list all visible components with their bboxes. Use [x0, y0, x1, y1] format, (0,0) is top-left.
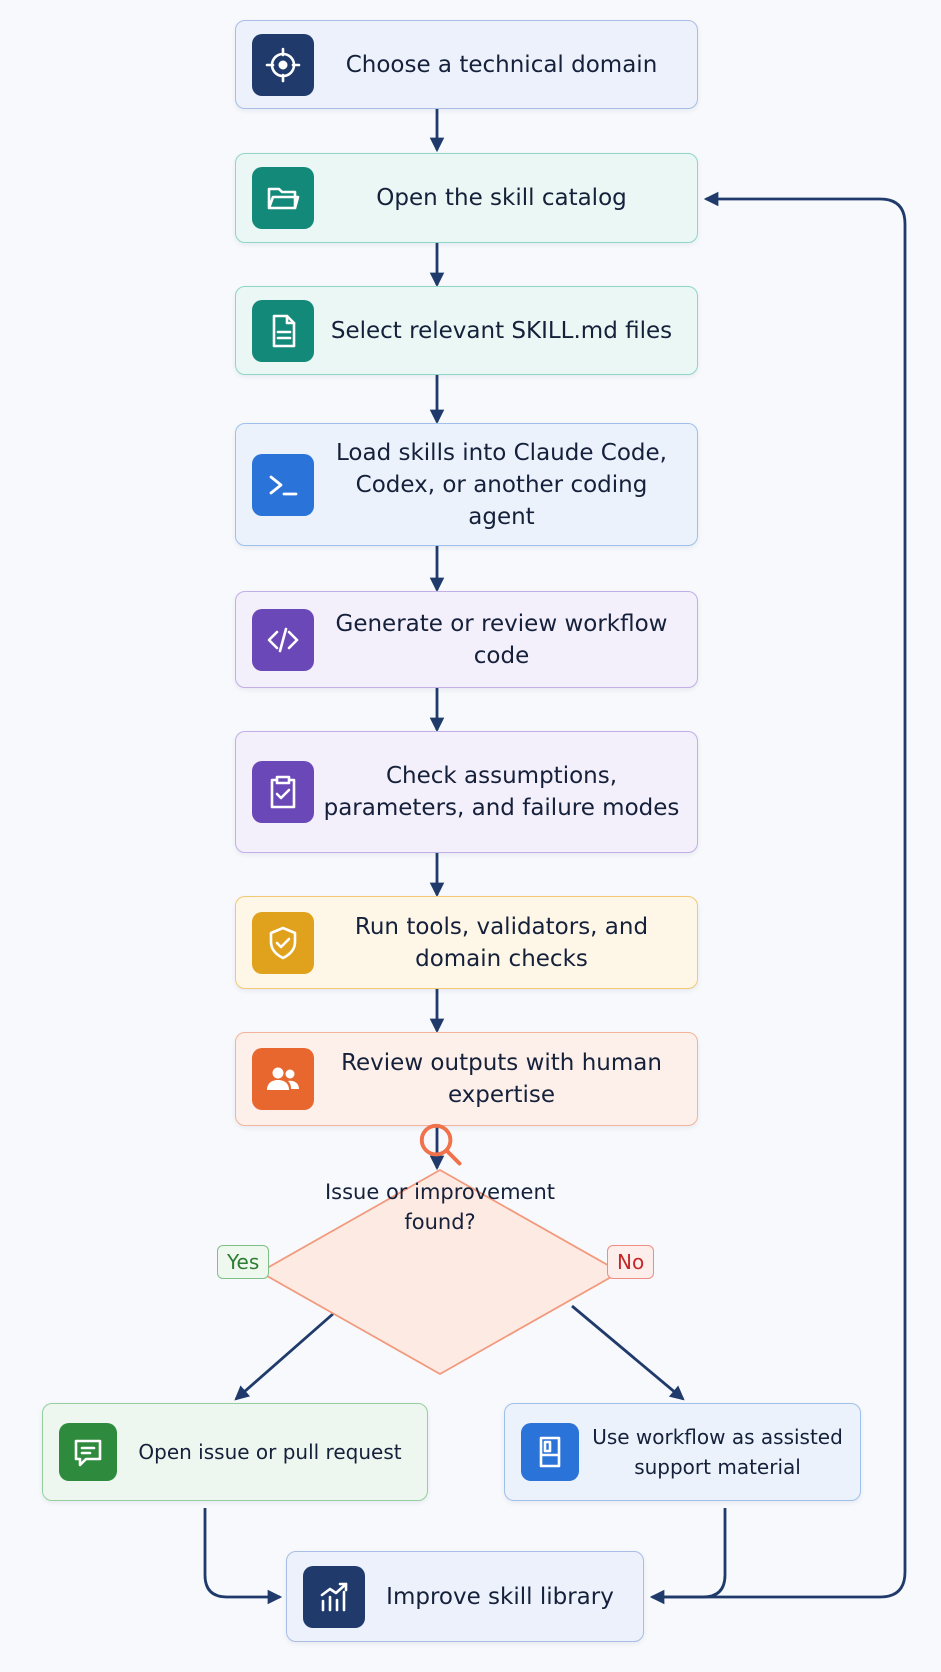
target-icon	[252, 33, 314, 96]
step-label: Generate or review workflow code	[335, 610, 668, 669]
yes-merge-arrow	[203, 1508, 283, 1605]
decision-diamond	[258, 1168, 622, 1376]
book-icon	[521, 1423, 579, 1481]
step-label: Check assumptions, parameters, and failu…	[323, 763, 680, 821]
users-icon	[252, 1048, 314, 1110]
step-label: Run tools, validators, and domain checks	[354, 913, 649, 972]
branch-assisted-support: Use workflow as assisted support materia…	[504, 1403, 861, 1501]
folder-icon	[252, 167, 314, 229]
final-label: Improve skill library	[386, 1583, 614, 1610]
shield-check-icon	[252, 911, 314, 974]
step-run-tools: Run tools, validators, and domain checks	[235, 896, 698, 989]
terminal-icon	[252, 453, 314, 516]
step-label: Choose a technical domain	[345, 51, 658, 78]
final-improve-library: Improve skill library	[286, 1551, 644, 1642]
step-check-assumptions: Check assumptions, parameters, and failu…	[235, 731, 698, 853]
chat-icon	[59, 1423, 117, 1481]
step-select-files: Select relevant SKILL.md files	[235, 286, 698, 375]
step-generate-code: Generate or review workflow code	[235, 591, 698, 688]
chart-icon	[303, 1565, 365, 1628]
branch-open-issue: Open issue or pull request	[42, 1403, 428, 1501]
branch-label: Open issue or pull request	[138, 1440, 402, 1464]
no-branch-arrow	[571, 1304, 685, 1401]
branch-label: Use workflow as assisted support materia…	[592, 1425, 843, 1479]
yes-badge: Yes	[217, 1245, 270, 1279]
feedback-loop-arrow	[652, 191, 907, 1599]
no-merge-arrow	[649, 1508, 727, 1605]
code-icon	[252, 608, 314, 671]
step-label: Select relevant SKILL.md files	[330, 317, 673, 344]
step-choose-domain: Choose a technical domain	[235, 20, 698, 109]
step-label: Load skills into Claude Code, Codex, or …	[336, 439, 667, 530]
step-load-skills: Load skills into Claude Code, Codex, or …	[235, 423, 698, 546]
step-label: Open the skill catalog	[376, 185, 627, 211]
step-open-catalog: Open the skill catalog	[235, 153, 698, 243]
yes-branch-arrow	[234, 1304, 343, 1401]
magnifier-icon	[419, 1123, 462, 1166]
step-review-outputs: Review outputs with human expertise	[235, 1032, 698, 1126]
no-badge: No	[607, 1245, 655, 1279]
step-label: Review outputs with human expertise	[341, 1050, 662, 1108]
decision-label: Issue or improvement found?	[324, 1180, 556, 1234]
clipboard-check-icon	[252, 761, 314, 823]
document-icon	[252, 299, 314, 362]
